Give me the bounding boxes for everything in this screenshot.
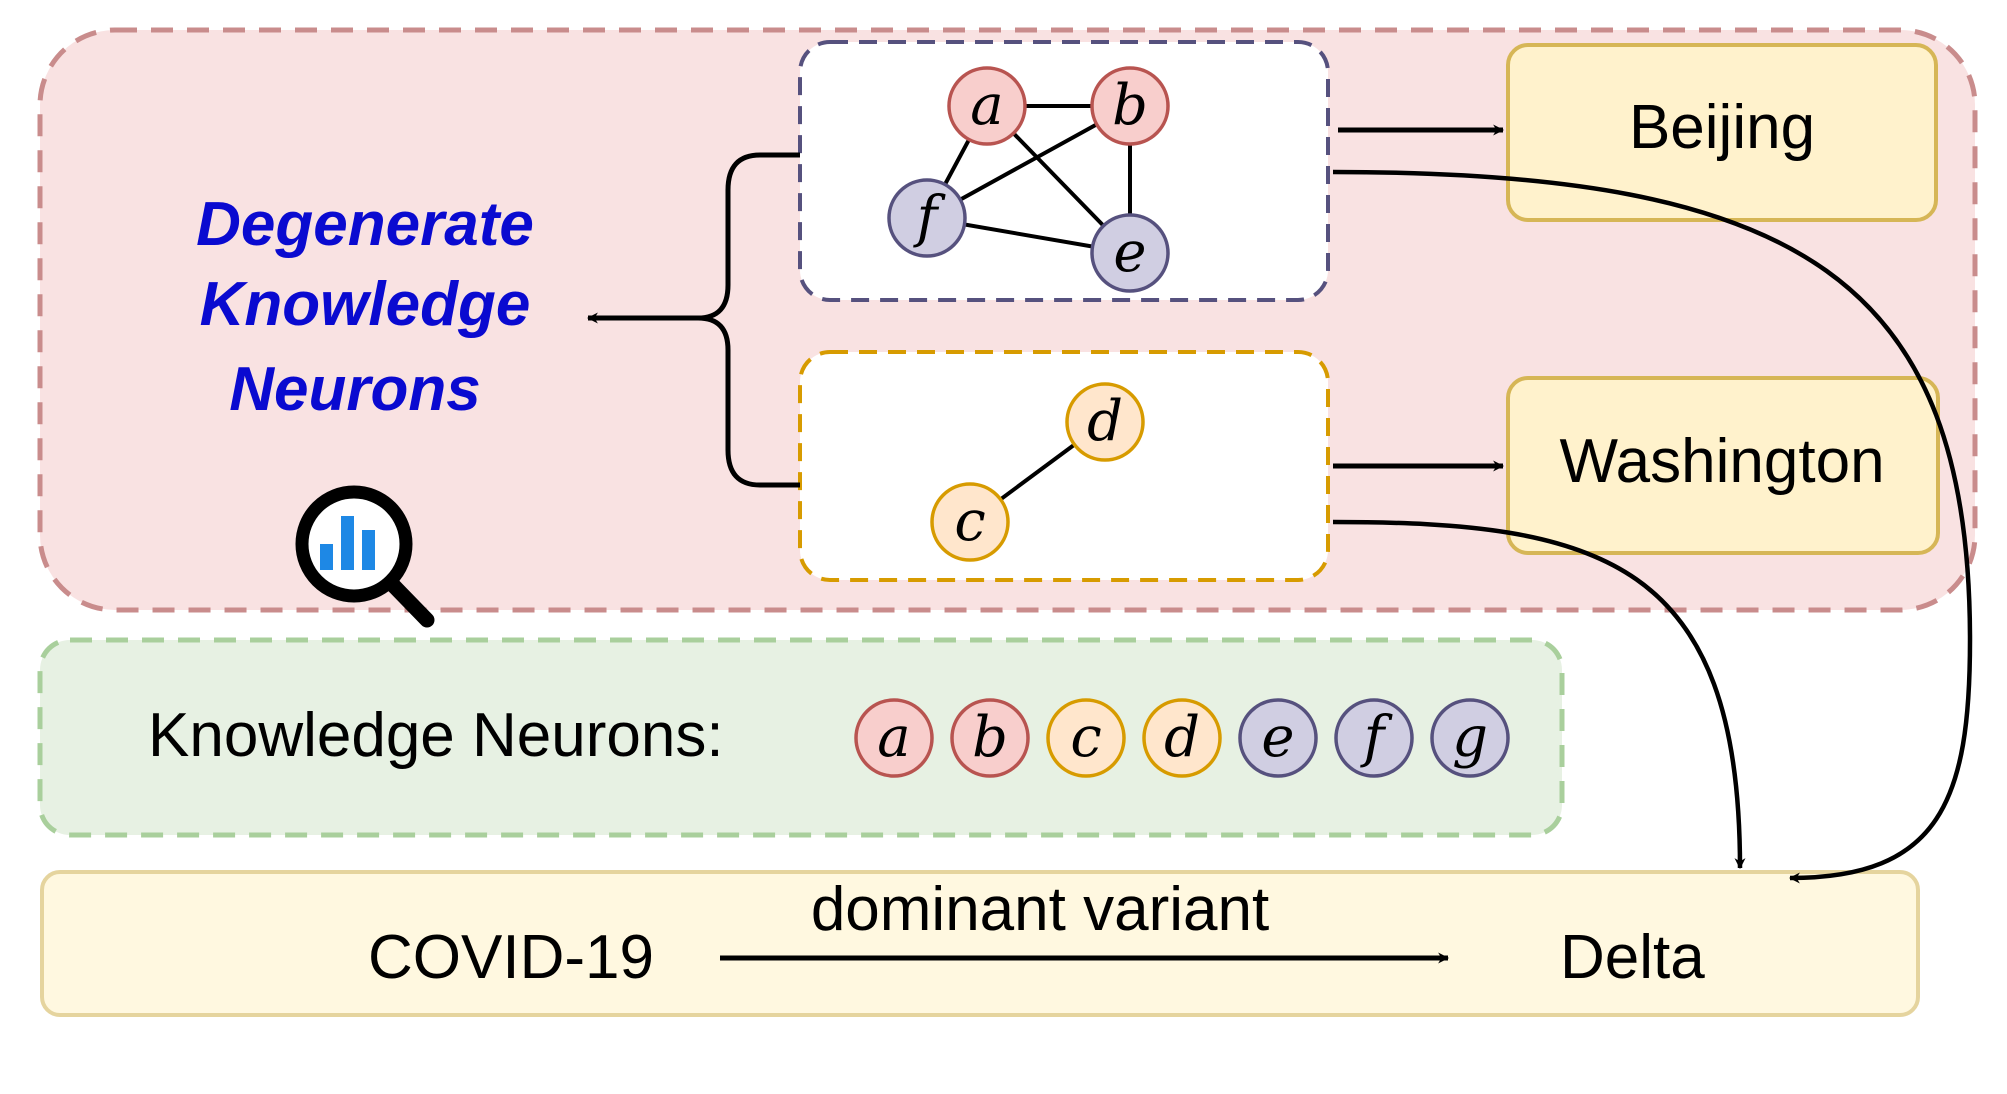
cluster-1-node-e: e: [1090, 213, 1170, 293]
knowledge-neuron-c-label: c: [1070, 705, 1101, 770]
washington-label: Washington: [1559, 427, 1884, 496]
arrow-cluster1-to-delta: [1332, 169, 1973, 884]
cluster-1-node-a-label: a: [970, 73, 1003, 138]
knowledge-neuron-b: b: [950, 698, 1030, 778]
cluster-2-box: [798, 350, 1330, 582]
panel-title-line-1: Degenerate: [196, 190, 534, 259]
washington-box: [1506, 376, 1940, 555]
fact-object: Delta: [1560, 923, 1705, 992]
knowledge-neuron-d: d: [1142, 698, 1222, 778]
cluster-1-node-b: b: [1090, 66, 1170, 146]
panel-title-line-2: Knowledge: [200, 270, 531, 339]
knowledge-neuron-g-label: g: [1452, 705, 1488, 770]
cluster-1-node-b-label: b: [1112, 73, 1148, 138]
cluster-1-node-a: a: [947, 66, 1027, 146]
knowledge-neuron-a: a: [854, 698, 934, 778]
fact-relation: dominant variant: [811, 875, 1269, 944]
cluster-1-node-e-label: e: [1113, 220, 1146, 285]
fact-subject: COVID-19: [368, 923, 654, 992]
cluster-2-node-c-label: c: [954, 489, 985, 554]
cluster-2-nodes: dc: [930, 382, 1145, 562]
cluster-1-node-f: f: [887, 178, 967, 258]
beijing-label: Beijing: [1629, 93, 1815, 162]
arrow-cluster2-to-delta: [1332, 519, 1746, 870]
knowledge-neuron-d-label: d: [1164, 705, 1200, 770]
cluster-2-node-d: d: [1065, 382, 1145, 462]
knowledge-neuron-f: f: [1334, 698, 1414, 778]
cluster-1-box: [798, 40, 1330, 302]
knowledge-neuron-g: g: [1430, 698, 1510, 778]
knowledge-neuron-c: c: [1046, 698, 1126, 778]
cluster-2-node-d-label: d: [1087, 389, 1123, 454]
knowledge-neuron-e-label: e: [1261, 705, 1294, 770]
magnifier-chart-icon: [295, 485, 435, 628]
fact-panel: [40, 870, 1920, 1017]
knowledge-neurons-label: Knowledge Neurons:: [148, 701, 724, 770]
knowledge-neurons-panel: [37, 637, 1565, 838]
cluster-2-node-c: c: [930, 482, 1010, 562]
panel-title-line-3: Neurons: [229, 355, 480, 424]
knowledge-neuron-a-label: a: [877, 705, 910, 770]
knowledge-neuron-e: e: [1238, 698, 1318, 778]
cluster-1-nodes: a b f e: [887, 66, 1170, 293]
knowledge-neuron-b-label: b: [972, 705, 1008, 770]
